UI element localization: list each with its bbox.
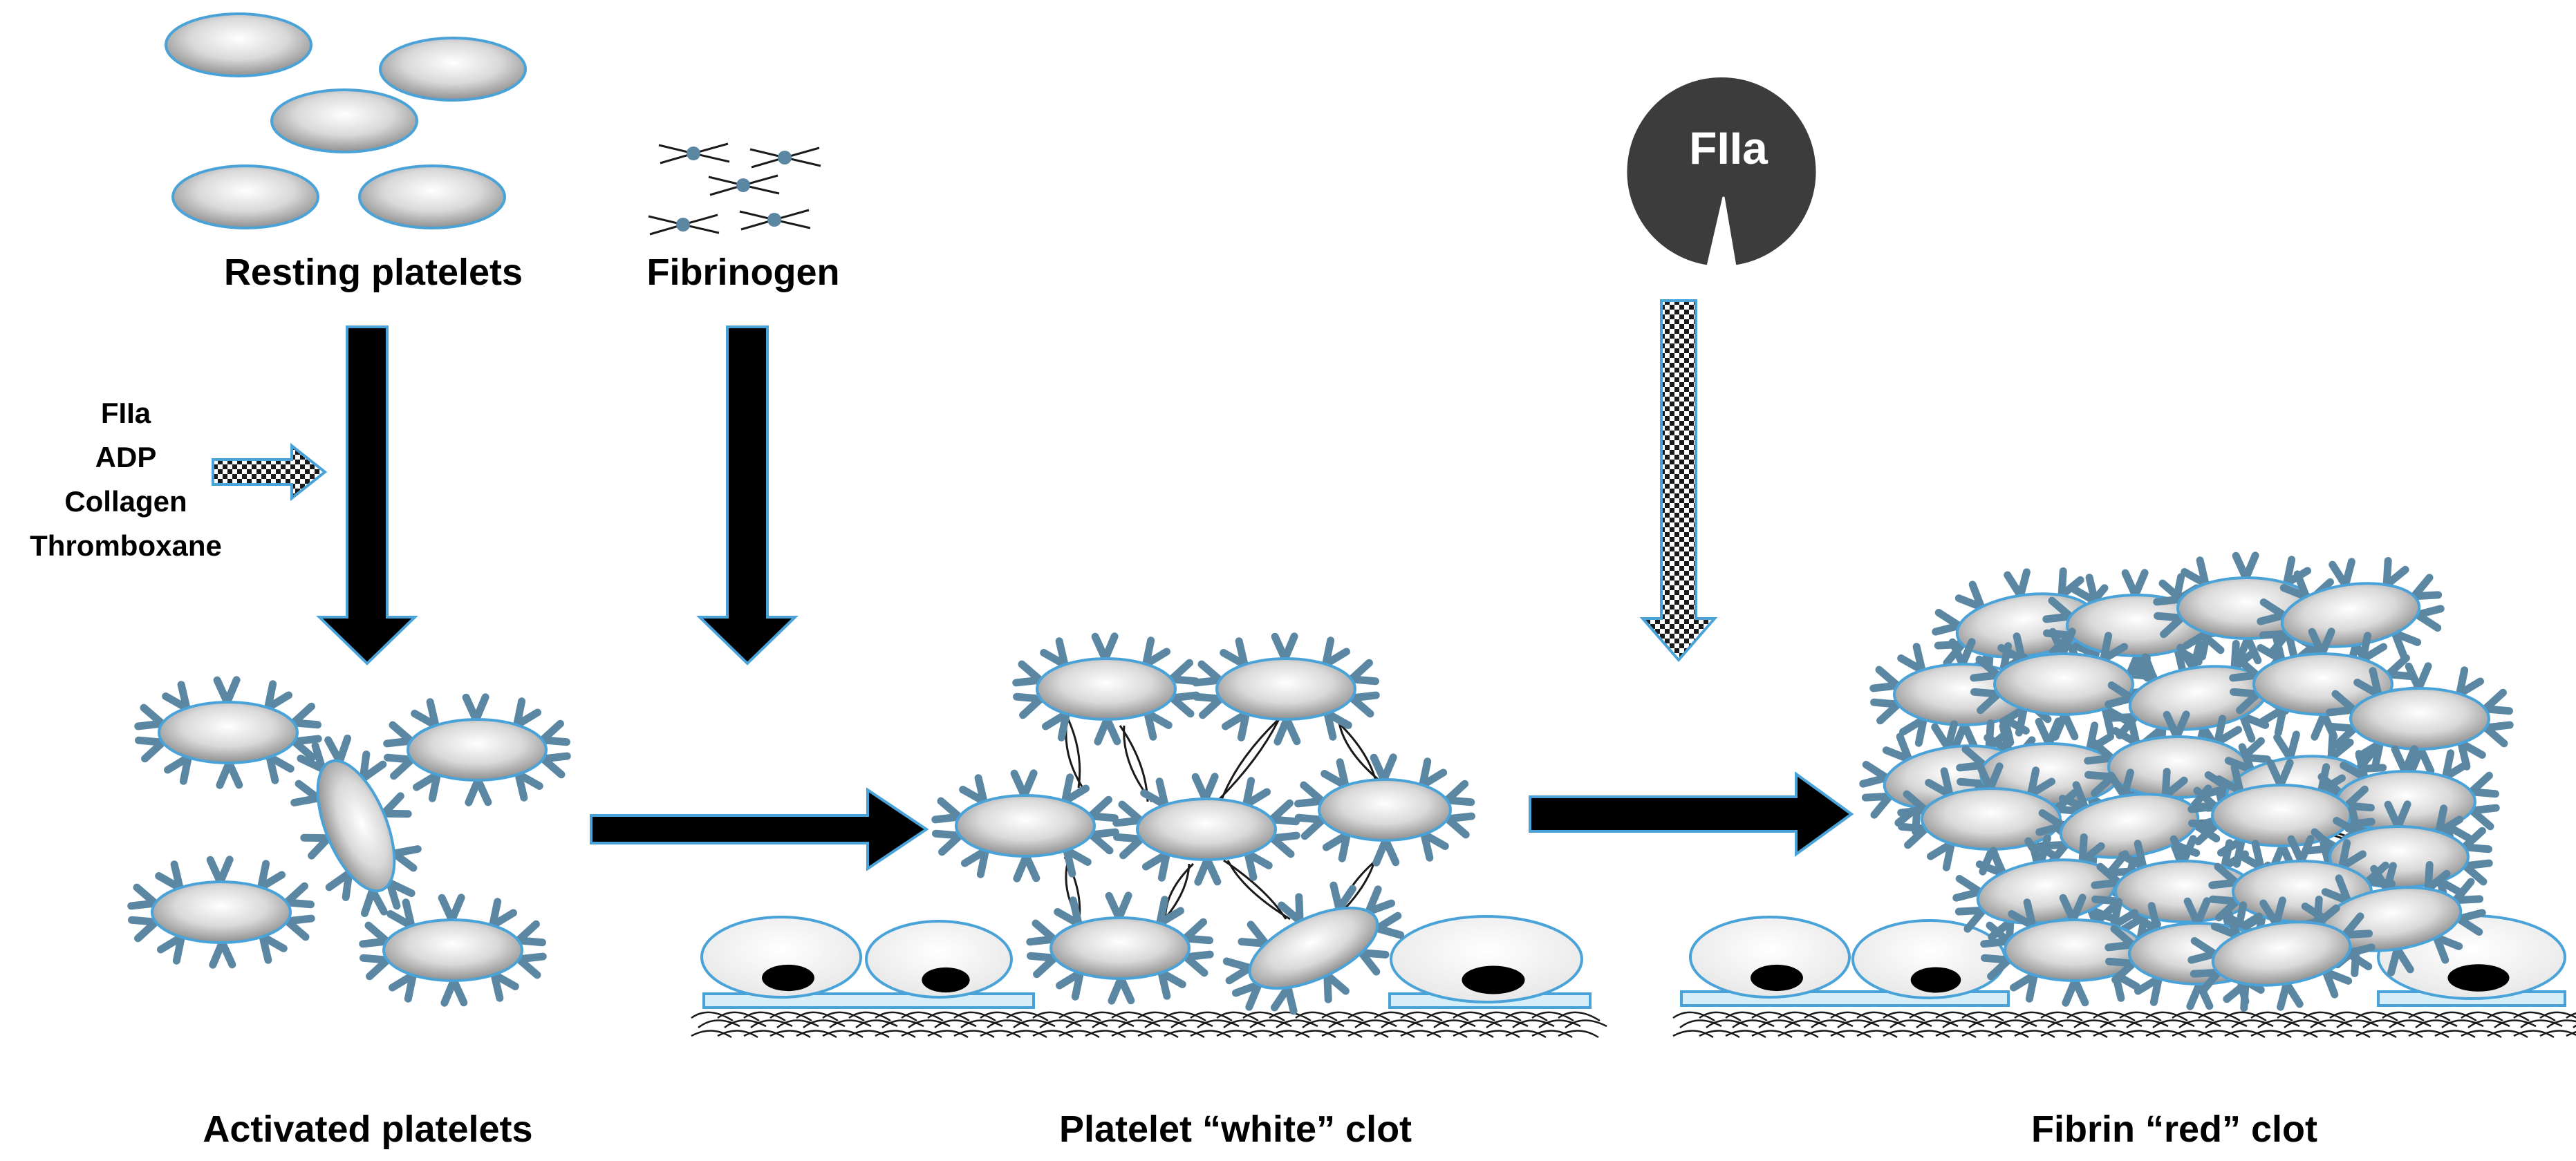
fibrinogen-molecules — [648, 142, 821, 236]
resting-platelets-label: Resting platelets — [224, 252, 523, 293]
clot-platelet — [1222, 881, 1405, 1015]
endothelial-cell — [1390, 915, 1583, 1003]
thrombin-label: FIIa — [1689, 122, 1768, 173]
collagen-fibers — [691, 1011, 1607, 1039]
clot-platelet — [2187, 896, 2376, 1012]
resting-platelets — [165, 12, 527, 229]
endothelial-cell — [1689, 916, 1851, 999]
activated-platelet — [359, 894, 547, 1007]
clot-platelet — [1294, 753, 1475, 867]
fibrinogen-bridges — [1063, 710, 1381, 927]
clot-platelet — [1026, 891, 1214, 1005]
white-clot-label: Platelet “white” clot — [1059, 1108, 1412, 1150]
arrow-thrombin-down — [1639, 299, 1718, 663]
red-clot — [1672, 551, 2576, 1039]
clot-platelet — [2229, 627, 2417, 741]
activated-platelets-label: Activated platelets — [203, 1108, 532, 1150]
activator-adp: ADP — [95, 441, 157, 473]
collagen-fibers — [1672, 1011, 2576, 1039]
arrow-resting-to-activated — [316, 325, 418, 666]
activated-platelet — [127, 856, 315, 969]
endothelial-cell — [865, 920, 1013, 999]
endothelial-cell — [1851, 919, 2006, 999]
fibrinogen-label: Fibrinogen — [647, 252, 840, 293]
clot-platelet — [931, 769, 1119, 882]
clot-platelet — [2326, 662, 2514, 775]
clot-platelet — [1112, 773, 1300, 886]
red-clot-label: Fibrin “red” clot — [2031, 1108, 2317, 1150]
activated-platelet — [383, 693, 571, 806]
activated-platelet — [290, 734, 422, 918]
activator-fiia: FIIa — [101, 397, 151, 429]
arrow-to-white-clot — [590, 787, 929, 871]
activator-arrow — [212, 442, 328, 502]
clot-platelet — [2257, 557, 2445, 673]
activator-thromboxane: Thromboxane — [30, 529, 222, 562]
activator-list: FIIa ADP Collagen Thromboxane — [30, 397, 222, 562]
white-clot — [691, 632, 1607, 1039]
arrow-fibrinogen-down — [696, 325, 799, 666]
clot-platelet — [1192, 632, 1380, 746]
arrow-to-red-clot — [1529, 771, 1854, 857]
thrombin-symbol — [1625, 75, 1818, 267]
clot-platelet — [1012, 632, 1200, 746]
endothelial-cell — [700, 916, 862, 999]
clot-platelet — [1970, 627, 2158, 741]
activator-collagen: Collagen — [64, 485, 187, 518]
activated-platelet — [134, 676, 322, 789]
activated-platelets — [127, 676, 571, 1007]
